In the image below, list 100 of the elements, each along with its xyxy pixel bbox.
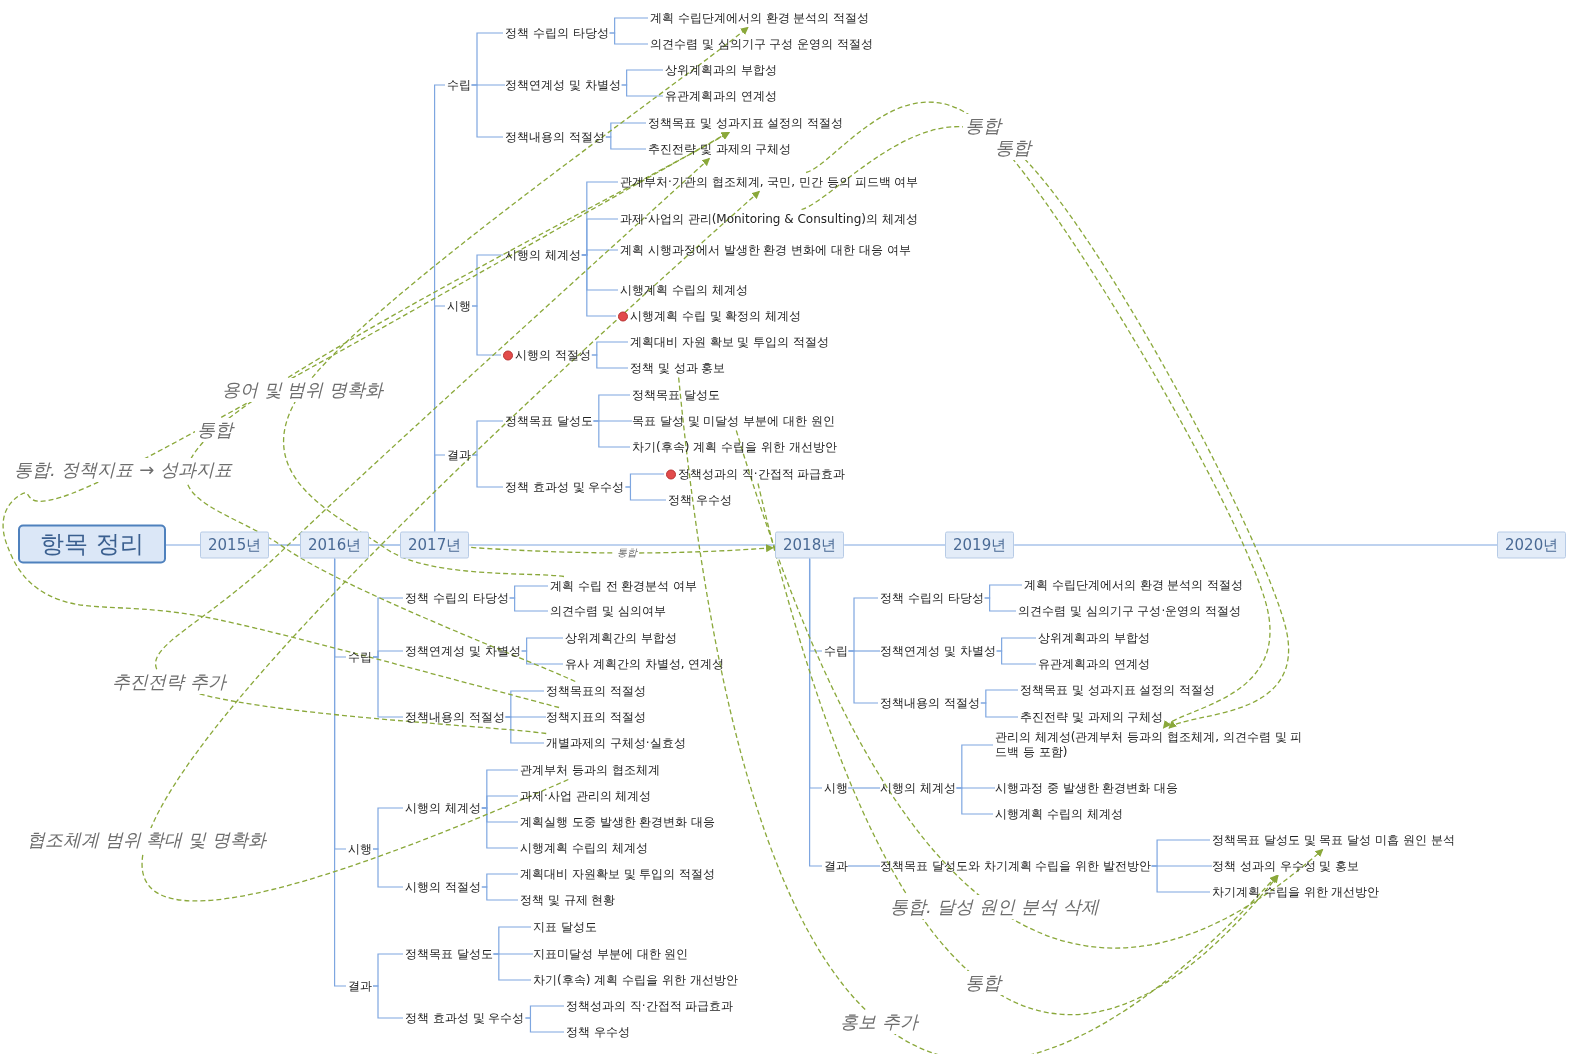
branch-line xyxy=(504,716,547,718)
topic-text: 결과 xyxy=(348,978,372,994)
topic-text: 정책 및 규제 현황 xyxy=(520,892,616,908)
topic-text: 유관계획과의 연계성 xyxy=(665,88,777,104)
topic-text: 정책목표 달성도 xyxy=(405,946,493,962)
topic-text: 계획대비 자원 확보 및 투입의 적절성 xyxy=(630,334,830,350)
topic-text: 시행 xyxy=(447,298,471,314)
topic-text: 정책목표 달성도 xyxy=(632,387,720,403)
topic-text: 정책성과의 직·간접적 파급효과 xyxy=(678,466,846,481)
branch-line xyxy=(372,848,404,888)
relationship-arrow xyxy=(144,190,761,900)
relationship-arrow xyxy=(2,131,730,709)
branch-line xyxy=(468,544,776,546)
topic-text: 정책연계성 및 차별성 xyxy=(880,643,996,659)
topic-text: 정책 수립의 타당성 xyxy=(405,590,509,606)
branch-line xyxy=(847,650,881,652)
year-box: 2019년 xyxy=(945,531,1015,559)
branch-line xyxy=(509,597,549,612)
topic-text: 정책목표 달성도 및 목표 달성 미흡 원인 분석 xyxy=(1212,832,1455,848)
topic-text: 시행계획 수립의 체계성 xyxy=(520,840,648,856)
topic-text: 시행 xyxy=(348,841,372,857)
topic-text: 관계부처·기관의 협조체계, 국민, 민간 등의 피드백 여부 xyxy=(620,174,920,190)
branch-line xyxy=(481,807,519,849)
branch-line xyxy=(996,650,1037,665)
topic-text: 목표 달성 및 미달성 부분에 대한 원인 xyxy=(632,413,835,429)
branch-line xyxy=(481,886,519,901)
branch-line xyxy=(434,454,446,533)
topic-text: 정책목표의 적절성 xyxy=(546,683,646,699)
topic-text: 정책 효과성 및 우수성 xyxy=(405,1010,525,1026)
branch-line xyxy=(955,787,996,789)
branch-line xyxy=(471,454,504,488)
topic-text: 정책목표 및 성과지표 설정의 적절성 xyxy=(1020,682,1216,698)
branch-line xyxy=(268,544,301,546)
topic-text: 정책 및 성과 홍보 xyxy=(630,360,726,376)
topic-text: 정책목표 및 성과지표 설정의 적절성 xyxy=(648,115,844,131)
topic-text: 계획 수립단계에서의 환경 분석의 적절성 xyxy=(1024,577,1244,593)
topic-text: 수립 xyxy=(824,643,848,659)
topic-text: 상위계획과의 부합성 xyxy=(665,62,777,78)
topic-text: 의견수렴 및 심의기구 구성·운영의 적절성 xyxy=(1018,603,1242,619)
topic-text: 시행의 적절성 xyxy=(515,347,591,362)
relationship-arrow xyxy=(155,157,711,735)
topic-text: 계획 수립 전 환경분석 여부 xyxy=(550,578,698,594)
topic-text: 상위계획간의 부합성 xyxy=(565,630,677,646)
topic-text: 정책내용의 적절성 xyxy=(880,695,980,711)
branch-line xyxy=(505,716,545,744)
branch-line xyxy=(984,597,1017,612)
topic-text: 정책성과의 직·간접적 파급효과 xyxy=(566,998,734,1014)
topic-text: 시행계획 수립 및 확정의 체계성 xyxy=(630,308,802,323)
branch-line xyxy=(372,985,404,1019)
branch-line xyxy=(624,486,667,501)
branch-line xyxy=(809,557,823,867)
topic-text: 지표미달성 부분에 대한 원인 xyxy=(533,946,689,962)
edge-label: 통합 xyxy=(963,114,1003,138)
topic-text: 수립 xyxy=(447,77,471,93)
topic-text: 계획 시행과정에서 발생한 환경 변화에 대한 대응 여부 xyxy=(620,242,930,258)
branch-line xyxy=(471,305,502,356)
topic-text: 과제·사업 관리의 체계성 xyxy=(520,788,652,804)
topic-text: 차기(후속) 계획 수립을 위한 개선방안 xyxy=(533,972,738,988)
central-topic-box: 항목 정리 xyxy=(18,524,166,564)
relationship-arrow xyxy=(678,376,1278,1054)
topic-text: 결과 xyxy=(824,858,848,874)
topic-text: 계획대비 자원확보 및 투입의 적절성 xyxy=(520,866,716,882)
year-box: 2017년 xyxy=(400,531,470,559)
branch-line xyxy=(843,544,946,546)
topic-text: 계획 수립단계에서의 환경 분석의 적절성 xyxy=(650,10,870,26)
topic-text: 정책내용의 적절성 xyxy=(405,709,505,725)
branch-line xyxy=(980,702,1019,718)
topic-text: 정책 우수성 xyxy=(668,492,732,508)
topic-text: 추진전략 및 과제의 구체성 xyxy=(648,141,792,157)
topic-text: 시행의 적절성 xyxy=(405,879,481,895)
relationship-arrow xyxy=(757,482,1279,1016)
relationship-arrow xyxy=(470,544,774,554)
topic-text: 시행의 체계성 xyxy=(880,780,956,796)
topic-text: 정책목표 달성도 xyxy=(505,413,593,429)
branch-line xyxy=(593,420,631,448)
topic-text: 정책 수립의 타당성 xyxy=(505,25,609,41)
edge-label: 통합 xyxy=(993,136,1033,160)
topic-text: 유관계획과의 연계성 xyxy=(1038,656,1150,672)
year-box: 2015년 xyxy=(200,531,270,559)
topic-text: 시행계획 수립의 체계성 xyxy=(620,282,748,298)
branch-line xyxy=(956,787,994,815)
topic-text: 정책 효과성 및 우수성 xyxy=(505,479,625,495)
topic-text: 수립 xyxy=(348,649,372,665)
topic-text: 과제·사업의 관리(Monitoring & Consulting)의 체계성 xyxy=(620,211,918,227)
topic-text: 관계부처 등과의 협조체계 xyxy=(520,762,660,778)
topic-text: 시행의 체계성 xyxy=(405,800,481,816)
topic-text: 정책목표 달성도와 차기계획 수립을 위한 발전방안 xyxy=(880,858,1152,874)
branch-line xyxy=(492,953,534,955)
branch-line xyxy=(581,254,617,317)
branch-line xyxy=(470,84,506,86)
relationship-arrow xyxy=(735,429,1324,948)
branch-line xyxy=(609,32,649,45)
branch-line xyxy=(334,557,347,987)
branch-line xyxy=(471,84,504,138)
branch-line xyxy=(1013,544,1498,546)
year-box: 2018년 xyxy=(775,531,845,559)
branch-line xyxy=(847,787,881,789)
year-box: 2016년 xyxy=(300,531,370,559)
branch-line xyxy=(621,84,664,97)
year-box: 2020년 xyxy=(1497,531,1567,559)
